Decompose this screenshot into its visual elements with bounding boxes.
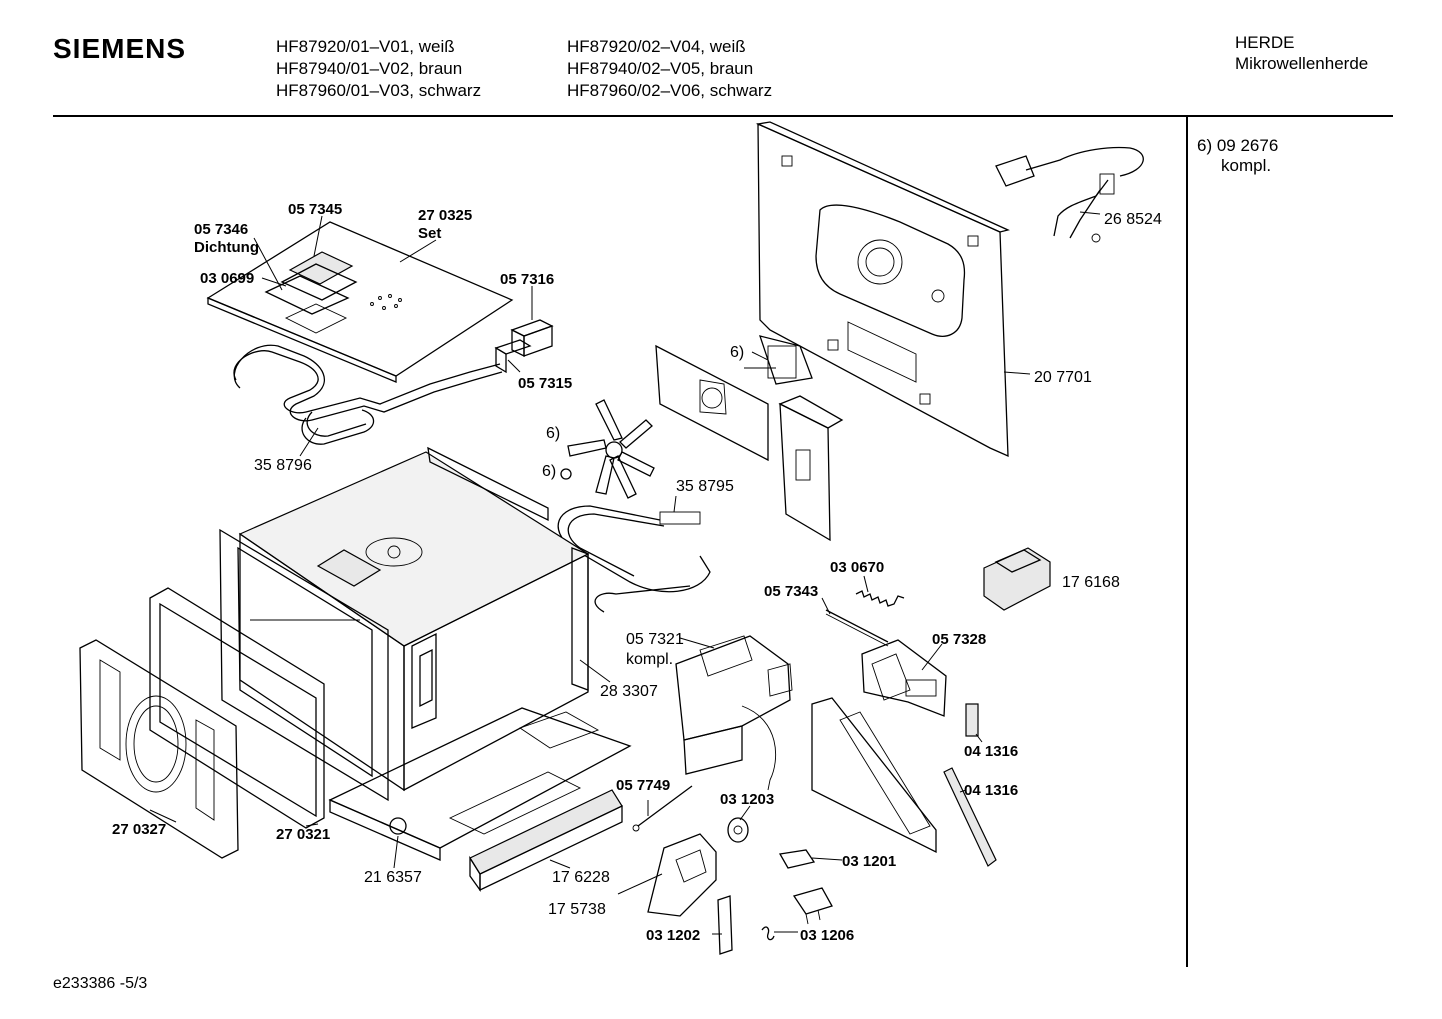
label-6-motor: 6) bbox=[730, 344, 744, 361]
model-line: HF87960/02–V06, schwarz bbox=[567, 81, 773, 100]
label-031203: 03 1203 bbox=[720, 791, 774, 808]
category-block: HERDE Mikrowellenherde bbox=[1235, 32, 1368, 74]
model-line: HF87940/01–V02, braun bbox=[276, 59, 463, 78]
header-divider bbox=[53, 115, 1393, 117]
label-031206: 03 1206 bbox=[800, 927, 854, 944]
category-subtitle: Mikrowellenherde bbox=[1235, 54, 1369, 73]
rear-panel bbox=[755, 121, 1010, 458]
power-cable bbox=[995, 146, 1144, 243]
leader-lines bbox=[149, 211, 1101, 935]
label-057315: 05 7315 bbox=[518, 375, 572, 392]
label-057345: 05 7345 bbox=[288, 201, 342, 218]
label-270325: 27 0325 bbox=[418, 207, 472, 224]
control-strip bbox=[469, 789, 623, 893]
base-plate bbox=[328, 707, 632, 861]
rod-057749 bbox=[632, 785, 693, 832]
label-030670: 03 0670 bbox=[830, 559, 884, 576]
label-057346: 05 7346 bbox=[194, 221, 248, 238]
sidebar-note: 6) 09 2676 kompl. bbox=[1197, 136, 1278, 176]
front-frame bbox=[219, 528, 389, 802]
fan-mounting-plate bbox=[655, 344, 769, 462]
window-gasket bbox=[264, 251, 358, 315]
label-175738: 17 5738 bbox=[548, 901, 606, 918]
label-6-fan: 6) bbox=[546, 425, 560, 442]
label-057316: 05 7316 bbox=[500, 271, 554, 288]
air-duct bbox=[778, 395, 844, 542]
side-panel bbox=[811, 697, 937, 854]
switch-031202 bbox=[717, 895, 733, 955]
label-283307: 28 3307 bbox=[600, 683, 658, 700]
switch-031201 bbox=[778, 849, 816, 869]
heating-element-top bbox=[233, 344, 503, 445]
note-line: 6) 09 2676 bbox=[1197, 136, 1279, 155]
label-216357: 21 6357 bbox=[364, 869, 422, 886]
label-176168: 17 6168 bbox=[1062, 574, 1120, 591]
label-031202: 03 1202 bbox=[646, 927, 700, 944]
label-057749: 05 7749 bbox=[616, 777, 670, 794]
switch-holder-175738 bbox=[647, 833, 717, 917]
label-268524: 26 8524 bbox=[1104, 211, 1162, 228]
label-041316-long: 04 1316 bbox=[964, 782, 1018, 799]
label-057328: 05 7328 bbox=[932, 631, 986, 648]
label-207701: 20 7701 bbox=[1034, 369, 1092, 386]
label-kompl: kompl. bbox=[626, 651, 673, 668]
heating-element-rear bbox=[557, 505, 711, 613]
model-line: HF87920/01–V01, weiß bbox=[276, 37, 455, 56]
label-041316-small: 04 1316 bbox=[964, 743, 1018, 760]
sidebar-divider bbox=[1186, 117, 1188, 967]
rubber-strip-small bbox=[965, 703, 979, 737]
note-line: kompl. bbox=[1221, 156, 1272, 175]
label-358795: 35 8795 bbox=[676, 478, 734, 495]
label-057343: 05 7343 bbox=[764, 583, 818, 600]
rod-057343 bbox=[825, 609, 889, 647]
bracket-057315 bbox=[494, 339, 532, 374]
model-line: HF87920/02–V04, weiß bbox=[567, 37, 746, 56]
switch-031206-holder bbox=[792, 887, 833, 925]
transformer bbox=[983, 547, 1051, 611]
label-dichtung: Dichtung bbox=[194, 239, 259, 256]
model-line: HF87960/01–V03, schwarz bbox=[276, 81, 482, 100]
model-list-left: HF87920/01–V01, weiß HF87940/01–V02, bra… bbox=[276, 36, 481, 102]
model-line: HF87940/02–V05, braun bbox=[567, 59, 754, 78]
control-board bbox=[675, 635, 793, 791]
brand-logo: SIEMENS bbox=[53, 33, 187, 64]
fan-blade bbox=[560, 399, 655, 499]
label-270321: 27 0321 bbox=[276, 826, 330, 843]
exploded-view-diagram: 05 7346 Dichtung 05 7345 27 0325 Set 03 … bbox=[79, 121, 1162, 955]
knob-031203 bbox=[727, 817, 749, 843]
label-057321: 05 7321 bbox=[626, 631, 684, 648]
label-358796: 35 8796 bbox=[254, 457, 312, 474]
label-set: Set bbox=[418, 225, 441, 242]
spring-030670 bbox=[855, 590, 905, 607]
top-cover-plate bbox=[206, 221, 514, 383]
model-list-right: HF87920/02–V04, weiß HF87940/02–V05, bra… bbox=[567, 36, 772, 102]
clip-031206 bbox=[761, 926, 775, 941]
label-030699: 03 0699 bbox=[200, 270, 254, 287]
oven-cavity bbox=[238, 446, 590, 792]
document-id: e233386 -5/3 bbox=[53, 975, 148, 992]
switch-bracket bbox=[861, 639, 947, 717]
label-270327: 27 0327 bbox=[112, 821, 166, 838]
door-panel bbox=[79, 639, 239, 859]
door-gasket bbox=[149, 587, 325, 829]
label-6-nut: 6) bbox=[542, 463, 556, 480]
rubber-strip-long bbox=[943, 767, 997, 867]
fan-motor bbox=[744, 335, 813, 385]
category-title: HERDE bbox=[1235, 33, 1295, 52]
label-031201: 03 1201 bbox=[842, 853, 896, 870]
label-176228: 17 6228 bbox=[552, 869, 610, 886]
